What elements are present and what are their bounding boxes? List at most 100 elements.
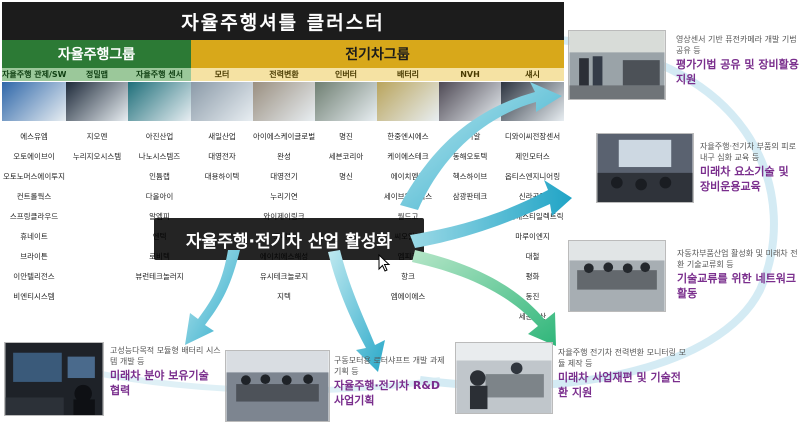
autonomous-group-header: 자율주행그룹 [2,40,191,68]
company-name: 한중엔시에스 [387,132,429,141]
company-name: 삼광판테크 [452,192,488,201]
outcome-evaluation-title: 평가기법 공유 및 장비활용지원 [676,58,799,86]
column-header: 자율주행 센서 [128,68,191,81]
company-name: 케이에스티일렉트릭 [501,212,564,221]
company-name: 알엠피 [149,212,170,221]
outcome-evaluation: 영상센서 기반 퓨전카메라 개발 기법 공유 등 평가기법 공유 및 장비활용지… [676,34,802,87]
company-name: 비엔티시스템 [13,292,55,301]
outcome-business-desc: 자율주행 전기차 전력변환 모니터링 모듈 제작 등 [558,348,686,368]
photo-education [596,133,694,203]
column-photo [439,81,501,121]
company-name: 명진 [339,132,353,141]
company-name: 디와이씨전장센서 [504,132,561,141]
company-name: 지오멘 [86,132,108,141]
company-name: 세이브원카이스 [383,192,433,201]
ev-group-header: 전기차그룹 [191,40,564,68]
company-name: 누리지오시스템 [72,152,122,161]
column-photo [2,81,66,121]
column-header: 전력변환 [253,68,315,81]
column-header: 섀시 [501,68,564,81]
column-header: 인버터 [315,68,377,81]
photo-business [455,342,553,414]
company-list: 한중엔시에스케이에스테크에이치엠지세이브원카이스월드고씨오알앤엠피코항크엠에이에… [377,127,439,307]
company-name: 휴네이트 [20,232,48,241]
company-name: 와이제이링크 [263,212,305,221]
outcome-network-desc: 자동차부품산업 활성화 및 미래차 전환 기술교류회 등 [677,249,798,269]
company-name: 엠에이에스 [390,292,426,301]
outcome-business: 자율주행 전기차 전력변환 모니터링 모듈 제작 등 미래차 사업재편 및 기술… [558,347,690,400]
company-name: 세운물산 [518,312,547,321]
company-name: 제인모터스 [515,152,550,161]
column-header: NVH [439,68,501,81]
column-photo [191,81,253,121]
company-name: 월드고 [397,212,419,221]
company-name: 이안텔리전스 [13,272,55,281]
company-name: 명신 [339,172,353,181]
company-name: 대영전기 [270,172,298,181]
column-header: 정밀맵 [66,68,128,81]
outcome-network: 자동차부품산업 활성화 및 미래차 전환 기술교류회 등 기술교류를 위한 네트… [677,248,802,301]
outcome-cooperation-title: 미래차 분야 보유기술 협력 [110,369,209,397]
company-name: 항크 [401,272,415,281]
company-name: 에이치엠지 [390,172,426,181]
column-2: 자율주행 센서아진산업나노시스템즈인튬랩다올아이알엠피엔텍로비텍뷰런테크놀러지 [128,68,191,287]
company-list: 아진산업나노시스템즈인튬랩다올아이알엠피엔텍로비텍뷰런테크놀러지 [128,127,191,287]
company-name: 대영전자 [208,152,236,161]
company-name: 유시테크놀로지 [259,272,309,281]
company-name: 동진 [525,292,540,301]
company-name: 다올아이 [145,192,174,201]
outcome-education-title: 미래차 요소기술 및 장비운용교육 [700,165,789,193]
outcome-rnd: 구동모터용 로터샤프트 개발 과제 기획 등 자율주행·전기차 R&D 사업기획 [334,355,452,408]
company-name: 브라이튼 [20,252,48,261]
company-name: 대철 [525,252,540,261]
company-name: 컨트롤웍스 [16,192,52,201]
outcome-rnd-title: 자율주행·전기차 R&D 사업기획 [334,379,441,407]
company-name: 오토노머스에이투지 [2,172,66,181]
company-list: 아이에스케이글로벌완성대영전기누리기연와이제이링크코리상에이치에스해성유시테크놀… [253,127,315,307]
company-name: 아이에스케이글로벌 [253,132,315,141]
column-photo [377,81,439,121]
cluster-title: 자율주행셔틀 클러스터 [2,2,564,40]
company-name: 누리기연 [270,192,298,201]
company-name: 완성 [277,152,291,161]
outcome-evaluation-desc: 영상센서 기반 퓨전카메라 개발 기법 공유 등 [676,35,797,55]
column-photo [66,81,128,121]
company-name: 세븐코리아 [328,152,364,161]
column-photo [128,81,191,121]
company-name: 마루이엔지 [515,232,550,241]
company-name: 뷰런테크놀러지 [135,272,184,281]
company-name: 인튬랩 [149,172,170,181]
column-photo [253,81,315,121]
outcome-cooperation: 고성능다목적 모듈형 배터리 시스템 개발 등 미래차 분야 보유기술 협력 [110,345,222,398]
column-photo [315,81,377,121]
company-name: 에이알 [459,132,481,141]
company-name: 새일산업 [208,132,236,141]
column-4: 전력변환아이에스케이글로벌완성대영전기누리기연와이제이링크코리상에이치에스해성유… [253,68,315,307]
outcome-network-title: 기술교류를 위한 네트워크 활동 [677,272,796,300]
outcome-business-title: 미래차 사업재편 및 기술전환 지원 [558,371,681,399]
outcome-education: 자율주행·전기차 부품의 피로내구 심화 교육 등 미래차 요소기술 및 장비운… [700,141,802,194]
company-name: 대용하이텍 [204,172,240,181]
column-header: 모터 [191,68,253,81]
outcome-cooperation-desc: 고성능다목적 모듈형 배터리 시스템 개발 등 [110,346,221,366]
photo-tech-cooperation [4,342,104,416]
mouse-cursor-icon [378,254,391,272]
outcome-education-desc: 자율주행·전기차 부품의 피로내구 심화 교육 등 [700,142,796,162]
company-name: 아진산업 [145,132,174,141]
company-name: 평화 [525,272,540,281]
company-name: 동해오토텍 [452,152,488,161]
company-name: 오토에이브이 [13,152,55,161]
company-name: 스프링클라우드 [9,212,59,221]
